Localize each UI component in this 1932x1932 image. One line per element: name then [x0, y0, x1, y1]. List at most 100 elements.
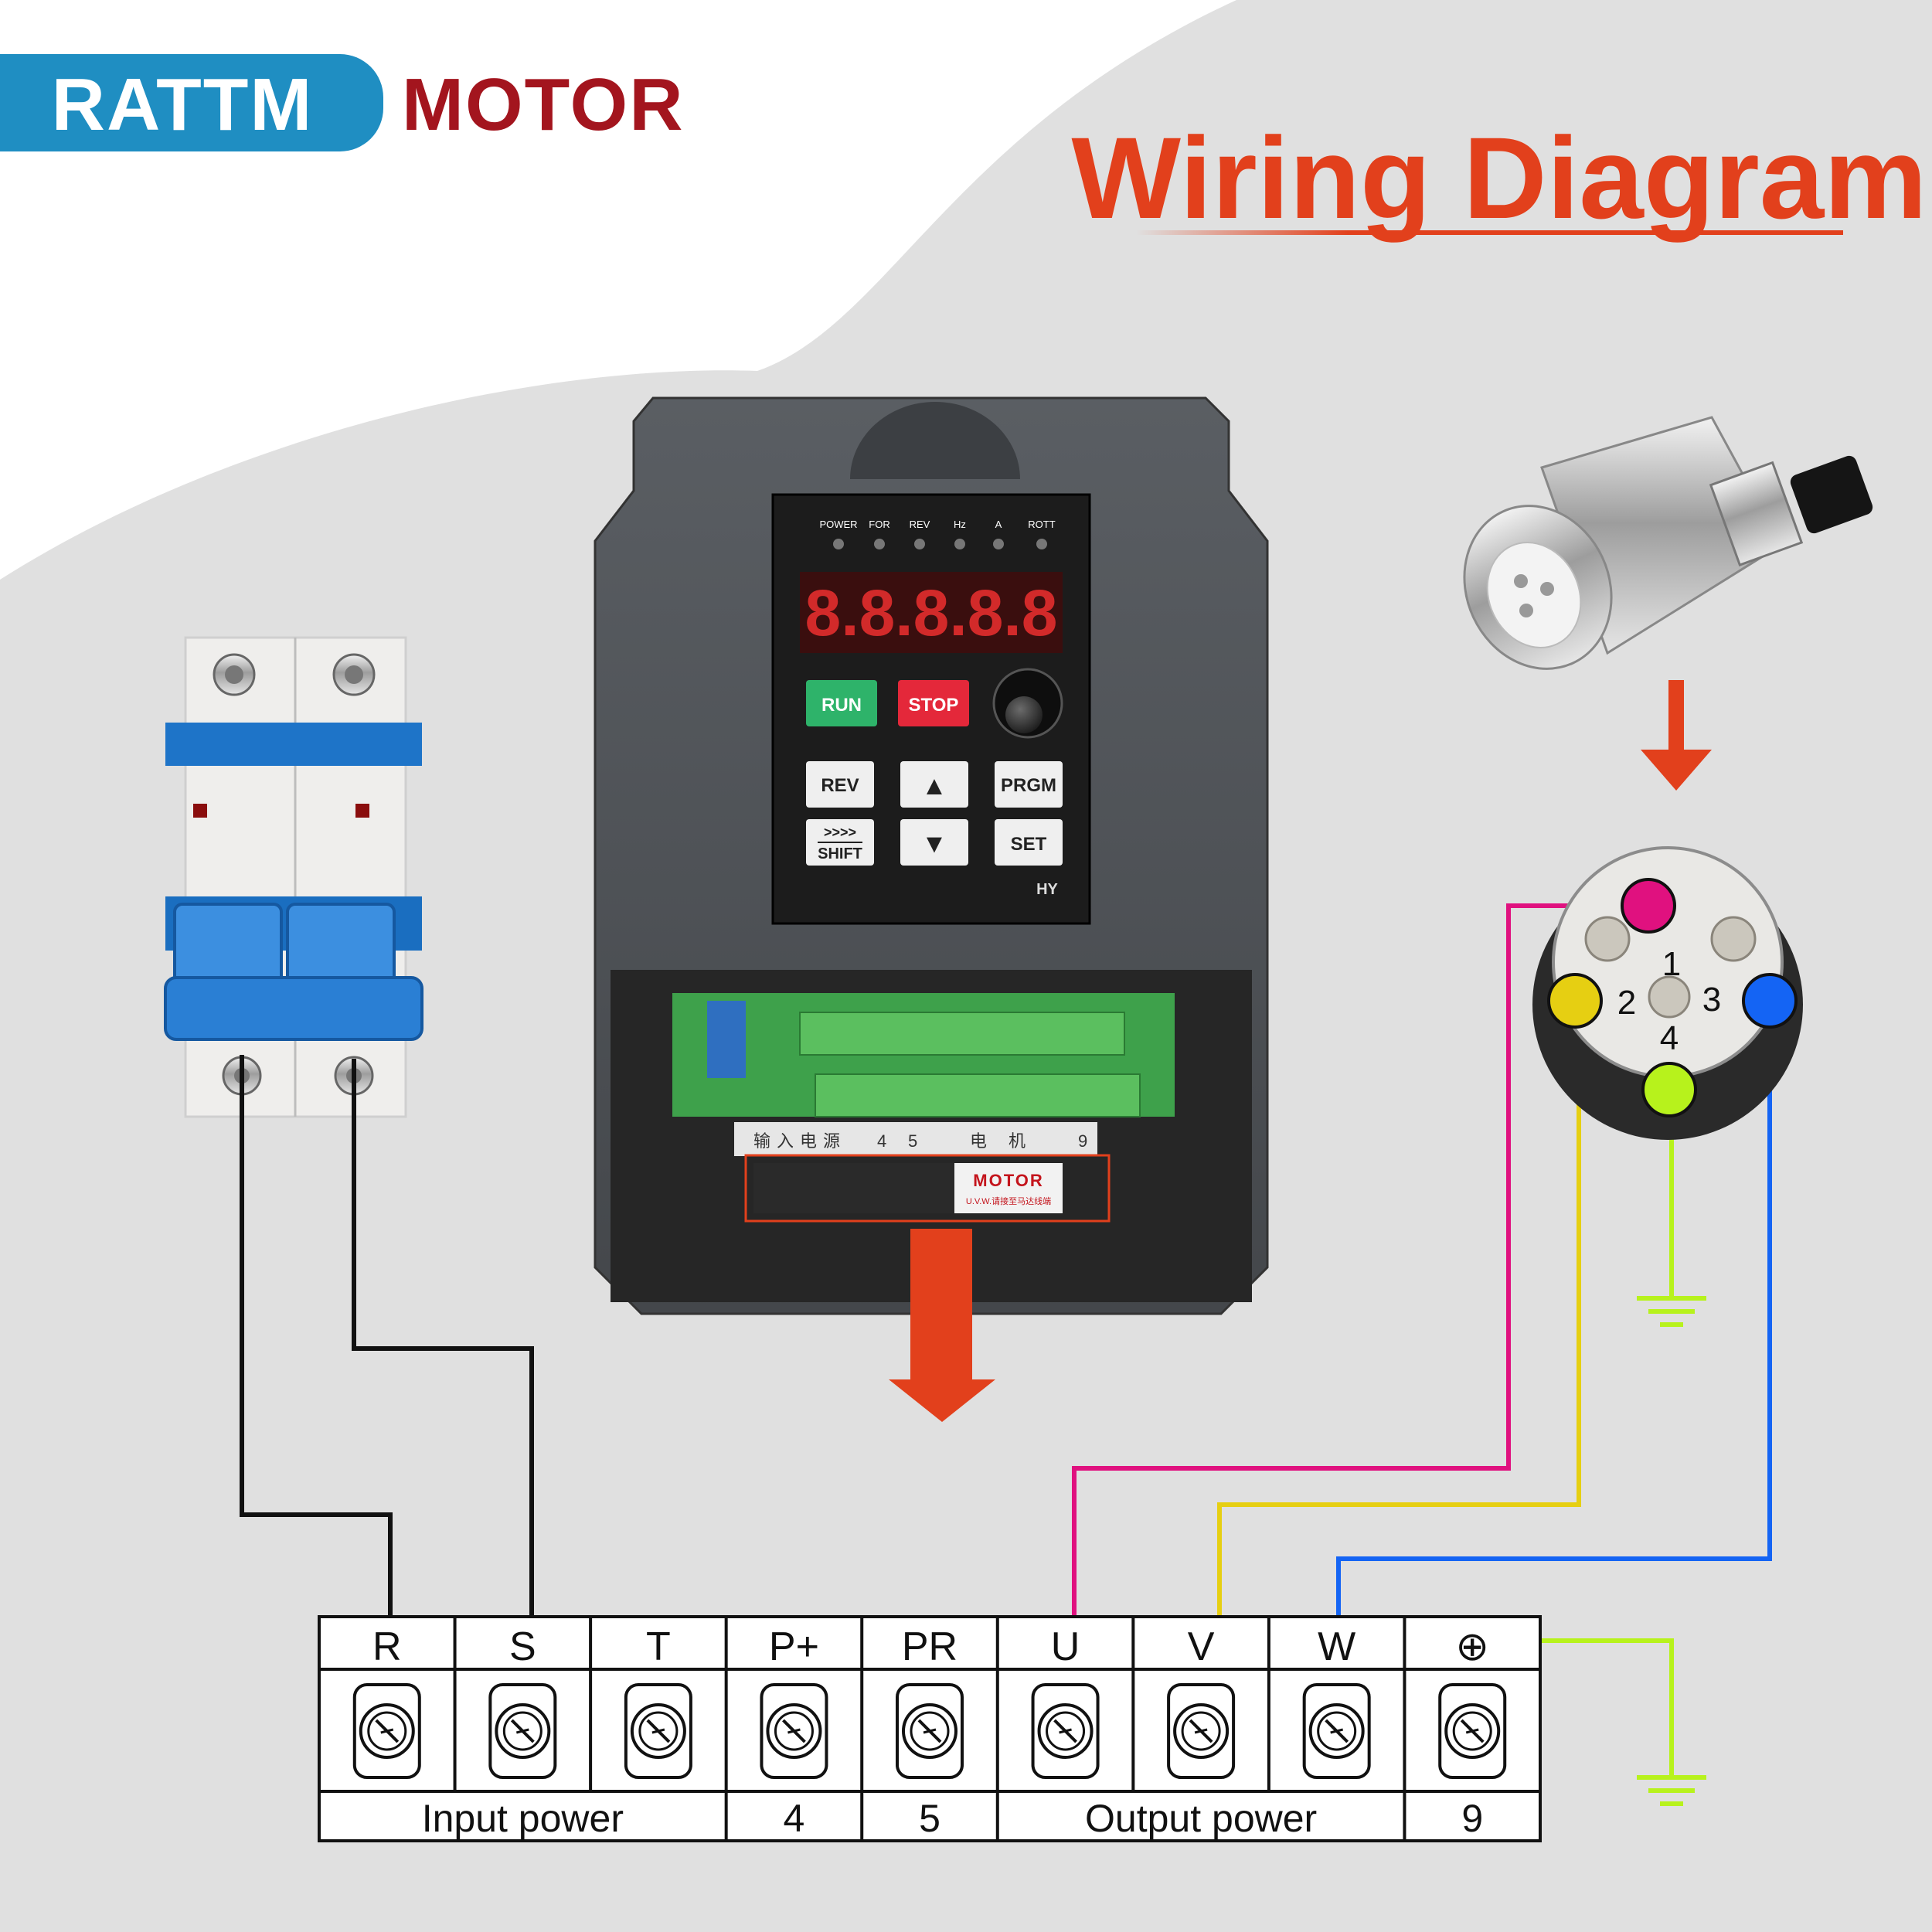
terminal-label-5: U [1051, 1624, 1080, 1669]
screw-icon [332, 653, 376, 696]
terminal-group-label-0: Input power [422, 1797, 624, 1840]
relay-icon [707, 1001, 746, 1078]
svg-text:4: 4 [877, 1131, 886, 1151]
terminal-label-8: ⊕ [1455, 1624, 1489, 1669]
run-button[interactable]: RUN [806, 680, 877, 726]
aviation-connector [1463, 416, 1873, 670]
title-underline [1136, 230, 1843, 235]
pin-label: 2 [1617, 984, 1636, 1022]
wire-green-ground-vfd [1540, 1638, 1674, 1777]
terminal-screw-icon [1302, 1683, 1371, 1779]
terminal-label-2: T [646, 1624, 671, 1669]
prgm-button-label: PRGM [1001, 775, 1056, 796]
pin-4: 4 [1641, 1019, 1697, 1117]
indicator-label: Hz [954, 519, 966, 530]
indicator-label: REV [910, 519, 930, 530]
vfd-dome [850, 402, 1020, 479]
led-display-digits: 8.8.8.8.8 [805, 577, 1058, 649]
terminal-group-label-3: Output power [1085, 1797, 1317, 1840]
terminal-screw-icon [352, 1683, 421, 1779]
speed-knob[interactable] [992, 668, 1063, 739]
led-display [800, 572, 1063, 653]
wire-black-s [352, 1059, 534, 1617]
shift-arrows-icon: >>>> [824, 825, 856, 840]
pin-label: 3 [1702, 981, 1721, 1019]
prgm-button[interactable]: PRGM [995, 761, 1063, 808]
indicator-label: FOR [869, 519, 889, 530]
brand-suffix: MOTOR [402, 63, 685, 146]
svg-text:电: 电 [970, 1131, 987, 1151]
terminal-screw-icon [1167, 1683, 1236, 1779]
rev-button[interactable]: REV [806, 761, 874, 808]
terminal-group-label-1: 4 [784, 1797, 805, 1840]
shift-button-label: SHIFT [818, 845, 862, 862]
indicator-led [1036, 539, 1047, 549]
run-button-label: RUN [821, 695, 862, 716]
terminal-label-0: R [372, 1624, 402, 1669]
indicator-led [954, 539, 965, 549]
terminal-screw-icon [760, 1683, 828, 1779]
indicator-led [914, 539, 925, 549]
wire-magenta-u [1072, 903, 1623, 1617]
indicator-label: POWER [819, 519, 857, 530]
stop-button[interactable]: STOP [898, 680, 969, 726]
ground-icon [1637, 1296, 1706, 1327]
up-arrow-icon: ▲ [921, 771, 947, 801]
shift-button[interactable]: >>>> SHIFT [806, 819, 874, 866]
svg-text:9: 9 [1078, 1131, 1087, 1151]
terminal-screw-icon [896, 1683, 964, 1779]
screw-icon [213, 653, 256, 696]
terminal-label-3: P+ [769, 1624, 819, 1669]
brand-logo: RATTM MOTOR [0, 54, 685, 151]
terminal-screw-icon [1031, 1683, 1100, 1779]
wire-blue-w [1336, 1011, 1772, 1617]
control-terminal-strip [815, 1073, 1141, 1117]
terminal-label-4: PR [902, 1624, 957, 1669]
svg-text:5: 5 [908, 1131, 917, 1151]
pin-label: 1 [1662, 945, 1681, 983]
stop-button-label: STOP [909, 695, 959, 716]
circuit-breaker [164, 636, 423, 1118]
wire-black-r [240, 1055, 393, 1617]
down-arrow-icon [1641, 680, 1712, 791]
rev-button-label: REV [821, 775, 859, 796]
terminal-screw-icon [488, 1683, 557, 1779]
svg-text:电: 电 [800, 1131, 817, 1151]
svg-text:源: 源 [823, 1131, 840, 1151]
terminal-group-label-2: 5 [919, 1797, 940, 1840]
pin-2: 2 [1547, 973, 1636, 1029]
model-label: HY [1036, 881, 1058, 898]
pcb-silkscreen: 输 入 电 源 4 5 电 机 9 [734, 1122, 1097, 1156]
terminal-screw-icon [1438, 1683, 1507, 1779]
indicator-row: POWER FOR REV Hz A ROTT [819, 519, 1056, 549]
indicator-led [993, 539, 1004, 549]
motor-tag-label: MOTOR [973, 1171, 1043, 1190]
motor-tag-sublabel: U.V.W.请接至马达线端 [966, 1196, 1051, 1206]
set-button-label: SET [1011, 834, 1047, 855]
control-terminal-strip [799, 1012, 1125, 1056]
power-terminal-highlight [744, 1154, 1111, 1223]
terminal-group-label-4: 9 [1461, 1797, 1483, 1840]
brand-name: RATTM [52, 63, 314, 146]
indicator-led [833, 539, 844, 549]
page-title: Wiring Diagram [1071, 113, 1927, 243]
set-button[interactable]: SET [995, 819, 1063, 866]
down-arrow-icon [889, 1229, 995, 1422]
svg-text:机: 机 [1009, 1131, 1026, 1151]
terminal-label-6: V [1188, 1624, 1215, 1669]
up-button[interactable]: ▲ [900, 761, 968, 808]
terminal-label-7: W [1318, 1624, 1355, 1669]
pin-label: 4 [1660, 1019, 1679, 1057]
indicator-label: A [995, 519, 1002, 530]
motor-tag [954, 1163, 1063, 1213]
down-button[interactable]: ▼ [900, 819, 968, 866]
pin-1: 1 [1621, 878, 1681, 983]
breaker-toggle[interactable] [164, 976, 423, 1041]
brand-badge [0, 54, 383, 151]
pin-3: 3 [1702, 973, 1798, 1029]
terminal-screw-icon [624, 1683, 692, 1779]
svg-text:输: 输 [753, 1131, 770, 1151]
indicator-led [874, 539, 885, 549]
svg-text:入: 入 [777, 1131, 794, 1151]
